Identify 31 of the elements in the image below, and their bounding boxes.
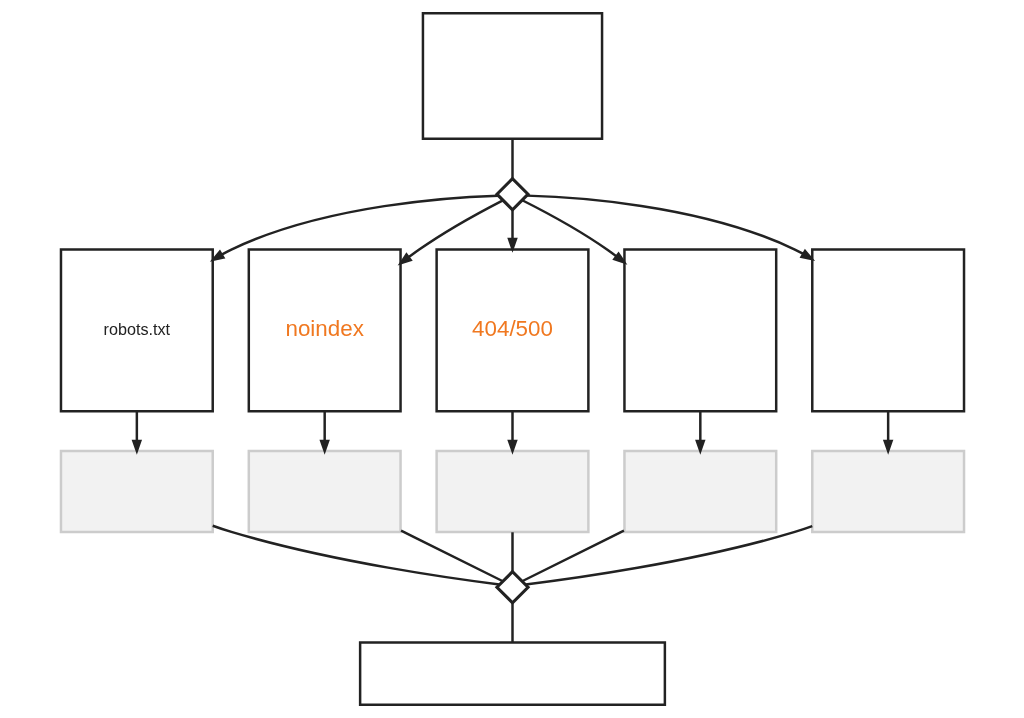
connector bbox=[521, 529, 624, 583]
arrow bbox=[131, 411, 142, 455]
node-box bbox=[59, 449, 214, 534]
node-box bbox=[622, 248, 777, 413]
arrow bbox=[506, 209, 518, 253]
arrow bbox=[882, 411, 893, 455]
node-box bbox=[622, 449, 777, 534]
arrow bbox=[318, 411, 330, 455]
connector bbox=[400, 529, 503, 583]
arrow bbox=[526, 194, 815, 261]
connector bbox=[510, 532, 514, 572]
node-box bbox=[434, 449, 590, 534]
arrow bbox=[521, 199, 627, 265]
connector bbox=[211, 524, 500, 586]
arrow bbox=[694, 411, 706, 455]
arrow bbox=[209, 194, 498, 262]
connector bbox=[510, 603, 514, 643]
node-box: robots.txt bbox=[59, 248, 214, 413]
node-box: 404/500 bbox=[434, 248, 590, 413]
node-box bbox=[810, 248, 965, 413]
node-box bbox=[247, 449, 402, 534]
arrow bbox=[397, 199, 503, 266]
node-box bbox=[810, 449, 965, 534]
node-box bbox=[358, 641, 666, 707]
node-box: noindex bbox=[247, 248, 402, 413]
node-box bbox=[421, 11, 603, 141]
connector bbox=[525, 524, 813, 586]
node-diamond bbox=[494, 569, 530, 605]
connector bbox=[510, 139, 514, 179]
arrow bbox=[506, 411, 518, 455]
node-diamond bbox=[494, 176, 530, 212]
